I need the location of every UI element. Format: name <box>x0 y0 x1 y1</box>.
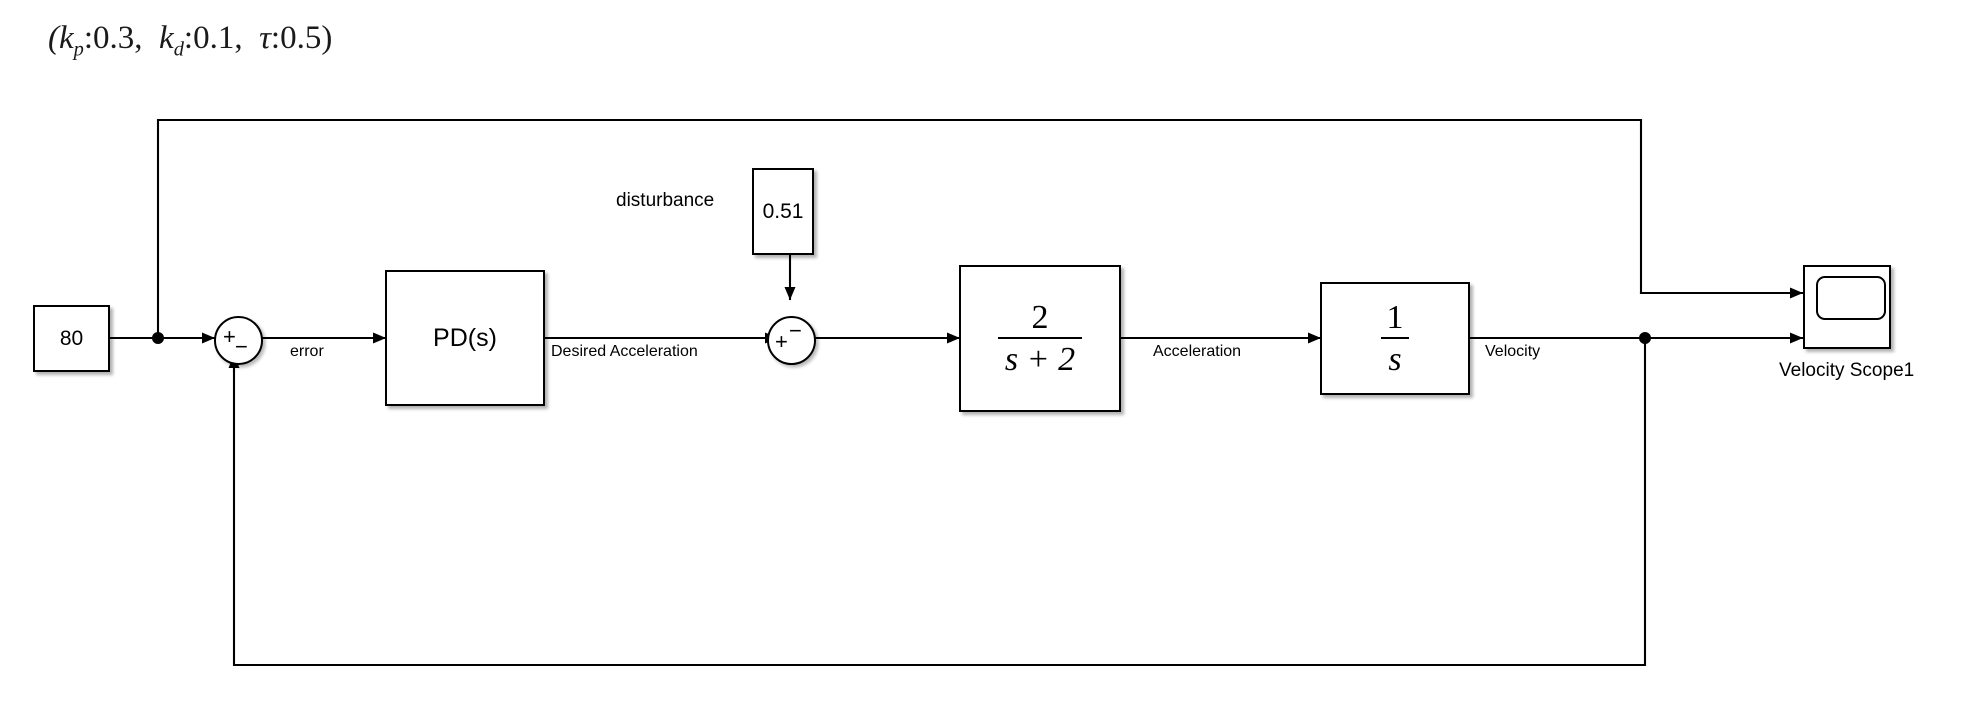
pd-controller-block[interactable]: PD(s) <box>385 270 545 406</box>
sum-plant-block[interactable]: + − <box>767 316 816 365</box>
velocity-scope-label: Velocity Scope1 <box>1779 360 1915 381</box>
title-comma-2: , <box>234 20 243 56</box>
title-kd-subscript: d <box>173 38 184 61</box>
reference-constant-block[interactable]: 80 <box>33 305 110 372</box>
integrator-block[interactable]: 1 s <box>1320 282 1470 395</box>
title-kp-separator: : <box>83 20 94 56</box>
plant-numerator: 2 <box>1031 298 1049 336</box>
plant-fraction: 2 s + 2 <box>997 298 1083 378</box>
page-title: (kp:0.3, kd:0.1, τ:0.5) <box>48 20 332 62</box>
disturbance-constant-block[interactable]: 0.51 <box>752 168 814 255</box>
title-kd-separator: : <box>183 20 194 56</box>
title-tau-symbol: τ <box>259 20 271 56</box>
junction-dot-velocity <box>1639 332 1651 344</box>
velocity-scope-block[interactable] <box>1803 265 1891 349</box>
title-kd-value: 0.1 <box>193 20 235 56</box>
title-close-paren: ) <box>321 20 333 56</box>
signal-label-error: error <box>290 343 324 360</box>
plant-denominator: s + 2 <box>997 337 1083 377</box>
title-kp-subscript: p <box>73 38 84 61</box>
sum-plant-plus-sign: + <box>775 329 788 354</box>
signal-label-desired-acceleration: Desired Acceleration <box>551 343 698 360</box>
title-kd-symbol: k <box>159 20 174 56</box>
pd-controller-label: PD(s) <box>433 323 497 352</box>
integrator-fraction: 1 s <box>1380 298 1411 378</box>
sum-error-block[interactable]: + − <box>214 316 263 365</box>
integrator-numerator: 1 <box>1386 298 1404 336</box>
sum-error-minus-sign: − <box>235 334 248 359</box>
scope-screen-icon <box>1816 276 1886 320</box>
sum-error-plus-sign: + <box>223 324 236 349</box>
signal-label-velocity: Velocity <box>1485 343 1541 360</box>
integrator-denominator: s <box>1381 337 1409 377</box>
disturbance-constant-label: 0.51 <box>762 199 804 223</box>
title-tau-value: 0.5 <box>280 20 322 56</box>
plant-transfer-function-block[interactable]: 2 s + 2 <box>959 265 1121 412</box>
title-open-paren: ( <box>48 20 59 56</box>
title-comma-1: , <box>134 20 143 56</box>
sum-plant-minus-sign: − <box>789 318 802 343</box>
disturbance-label: disturbance <box>616 190 715 211</box>
title-kp-value: 0.3 <box>93 20 135 56</box>
title-kp-symbol: k <box>59 20 74 56</box>
junction-dot-reference <box>152 332 164 344</box>
reference-constant-label: 80 <box>59 326 84 350</box>
title-tau-separator: : <box>270 20 281 56</box>
signal-label-acceleration: Acceleration <box>1153 343 1242 360</box>
